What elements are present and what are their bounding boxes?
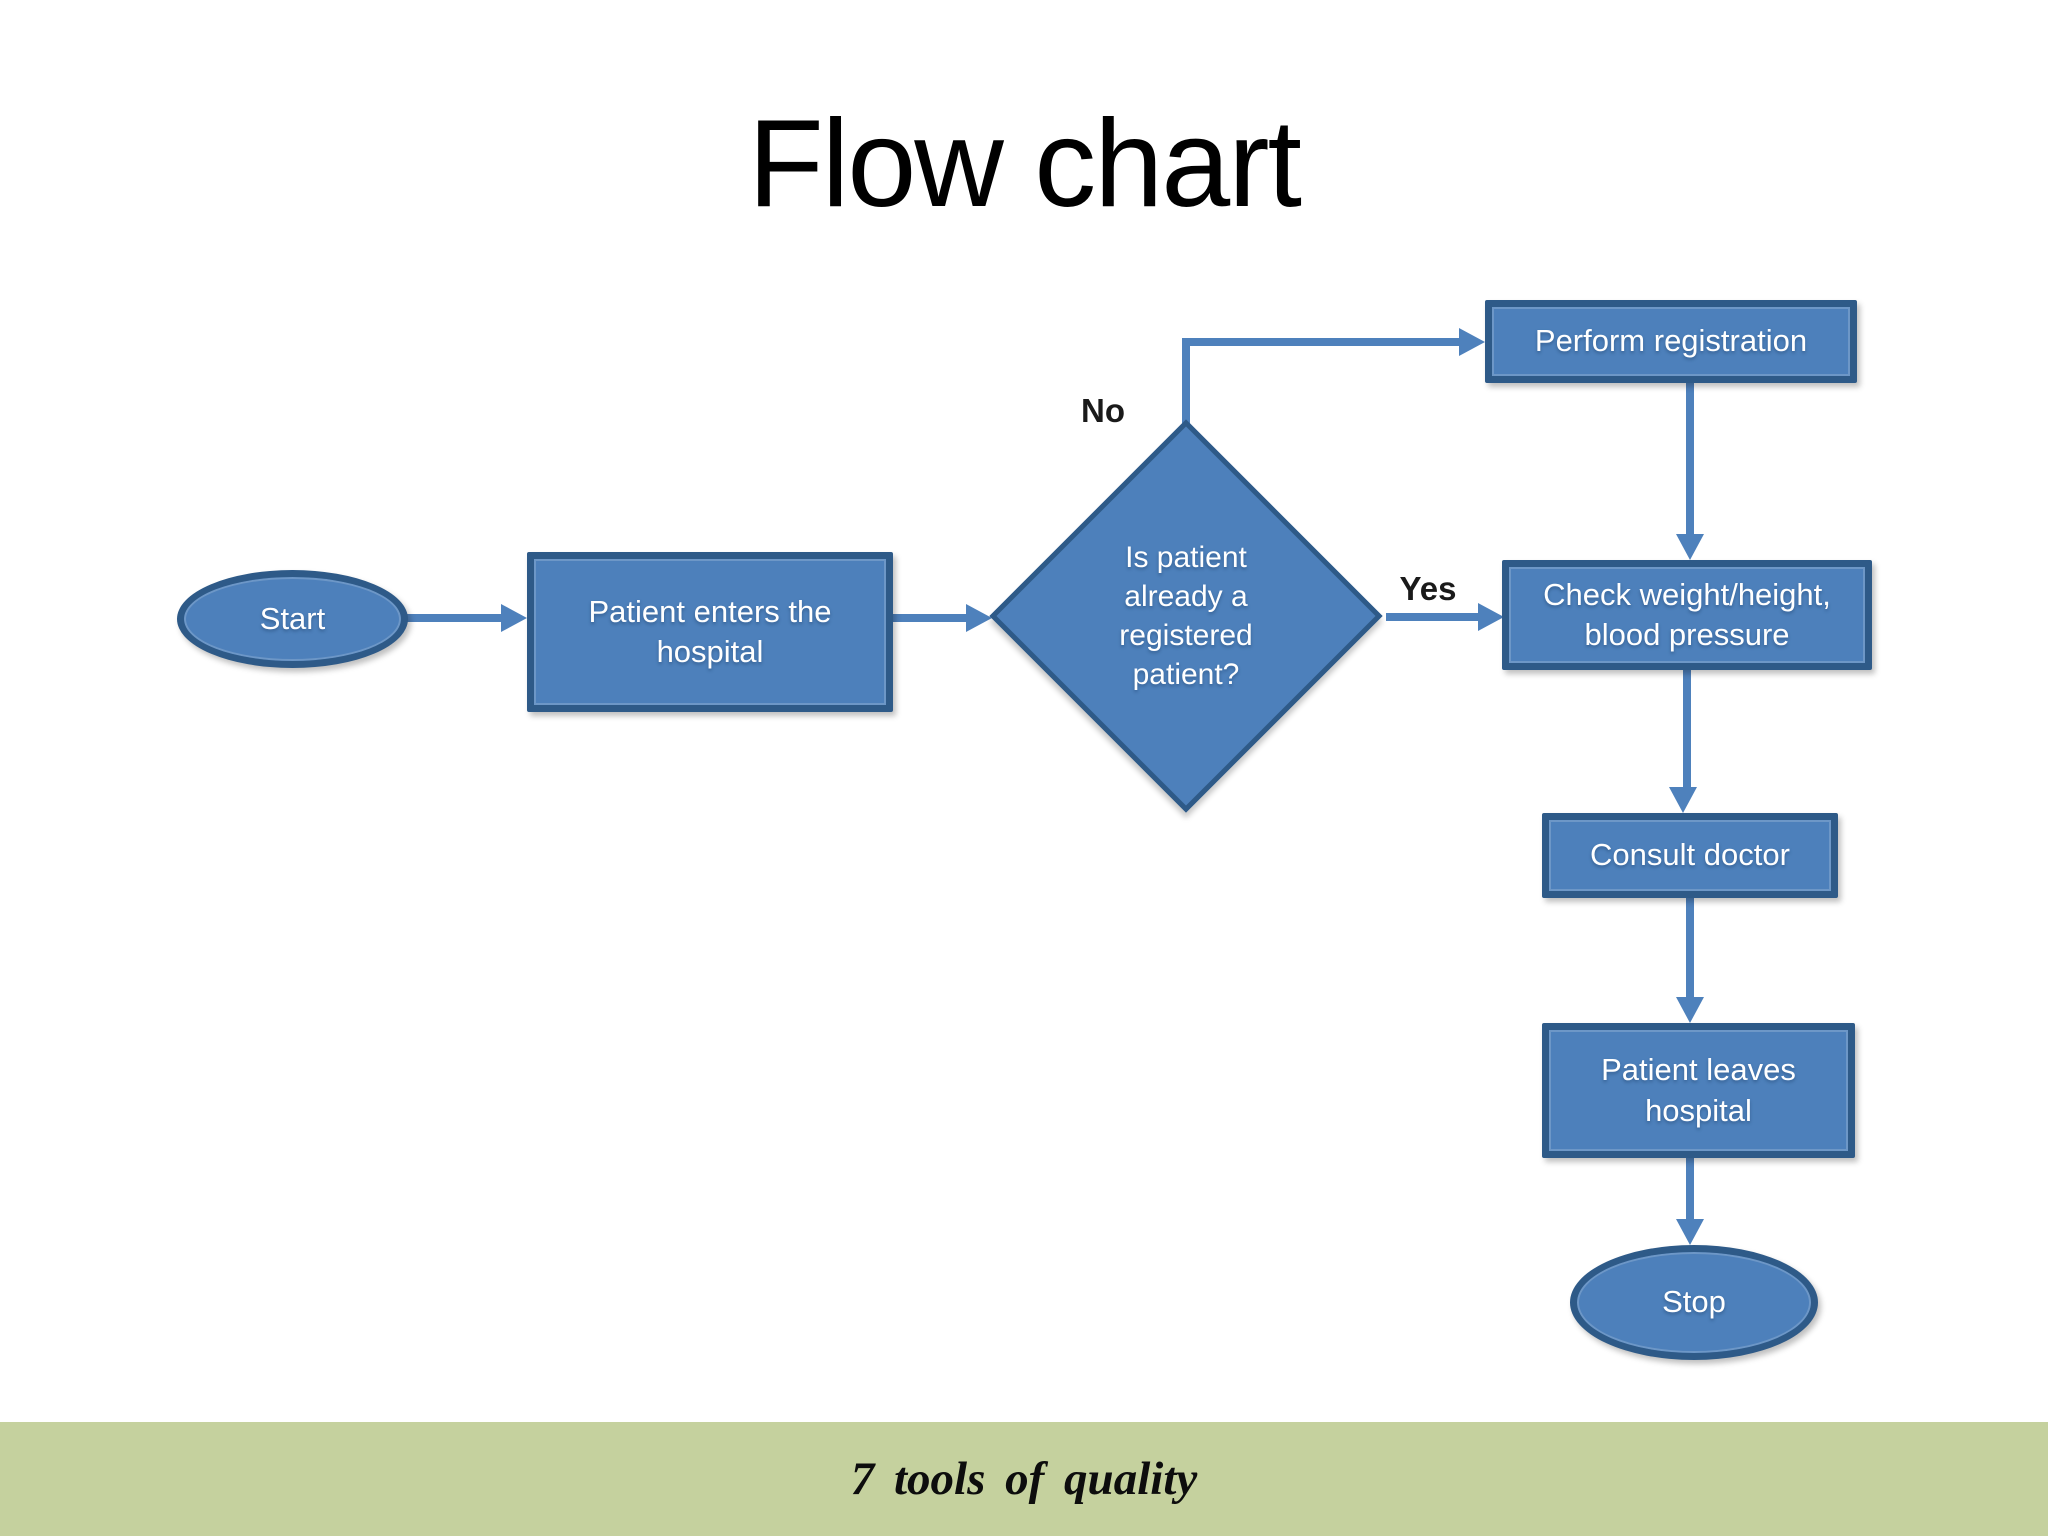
process-check-vitals: Check weight/height, blood pressure <box>1502 560 1872 670</box>
process-patient-leaves-hospital: Patient leaves hospital <box>1542 1023 1855 1158</box>
arrowhead-no-to-perform-registration <box>1459 328 1485 356</box>
process-patient-leaves-hospital-label: Patient leaves hospital <box>1601 1052 1796 1128</box>
arrowhead-patient-enters-to-decision <box>966 604 992 632</box>
process-perform-registration-label: Perform registration <box>1534 323 1808 359</box>
arrowhead-perform-registration-to-check-vitals <box>1676 534 1704 560</box>
process-consult-doctor-label: Consult doctor <box>1590 837 1790 873</box>
terminator-stop-label: Stop <box>1662 1284 1726 1320</box>
slide-title: Flow chart <box>748 95 1302 233</box>
connector-check-vitals-to-consult-doctor <box>1683 668 1691 789</box>
terminator-start-label: Start <box>259 600 326 636</box>
process-patient-enters-hospital-label: Patient enters the hospital <box>588 593 832 669</box>
process-consult-doctor: Consult doctor <box>1542 813 1838 898</box>
arrowhead-yes-to-check-vitals <box>1478 603 1504 631</box>
connector-start-to-patient-enters <box>404 614 504 622</box>
connector-decision-no-horizontal <box>1182 338 1462 346</box>
connector-patient-enters-to-decision <box>891 614 968 622</box>
edge-label-yes: Yes <box>1399 570 1457 607</box>
connector-consult-doctor-to-patient-leaves <box>1686 896 1694 999</box>
terminator-start: Start <box>177 570 408 668</box>
process-patient-enters-hospital: Patient enters the hospital <box>527 552 893 712</box>
connector-patient-leaves-to-stop <box>1686 1156 1694 1221</box>
connector-decision-yes-to-check-vitals <box>1386 613 1480 621</box>
footer-band: 7 tools of quality <box>0 1422 2048 1536</box>
arrowhead-consult-doctor-to-patient-leaves <box>1676 997 1704 1023</box>
decision-is-registered-patient-label: Is patient already a registered patient? <box>1119 541 1253 691</box>
process-perform-registration: Perform registration <box>1485 300 1857 383</box>
connector-perform-registration-to-check-vitals <box>1686 381 1694 536</box>
arrowhead-check-vitals-to-consult-doctor <box>1669 787 1697 813</box>
connector-decision-no-vertical <box>1182 338 1190 426</box>
arrowhead-start-to-patient-enters <box>501 604 527 632</box>
process-check-vitals-label: Check weight/height, blood pressure <box>1543 576 1831 652</box>
arrowhead-patient-leaves-to-stop <box>1676 1219 1704 1245</box>
edge-label-no: No <box>1081 392 1125 429</box>
footer-caption: 7 tools of quality <box>850 1453 1198 1505</box>
terminator-stop: Stop <box>1570 1245 1818 1360</box>
